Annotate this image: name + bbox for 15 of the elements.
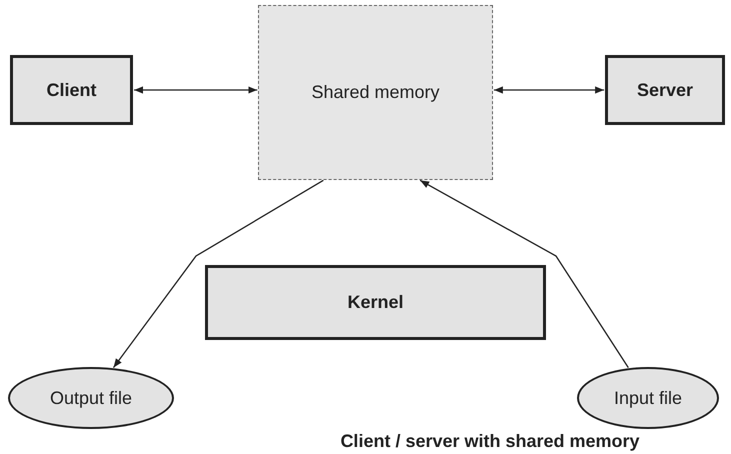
node-label: Output file bbox=[50, 386, 132, 410]
node-label: Server bbox=[636, 78, 694, 102]
arrow bbox=[494, 86, 604, 94]
memory-region bbox=[258, 5, 493, 180]
process-box bbox=[205, 265, 546, 340]
arrow bbox=[420, 180, 629, 368]
process-box bbox=[10, 55, 133, 125]
arrow bbox=[112, 180, 324, 368]
node-label: Shared memory bbox=[311, 81, 440, 104]
node-label: Input file bbox=[614, 386, 682, 410]
node-label: Kernel bbox=[347, 291, 404, 314]
caption: Client / server with shared memory bbox=[339, 430, 641, 453]
process-box bbox=[605, 55, 725, 125]
arrow bbox=[134, 86, 258, 94]
node-label: Client bbox=[46, 78, 96, 102]
